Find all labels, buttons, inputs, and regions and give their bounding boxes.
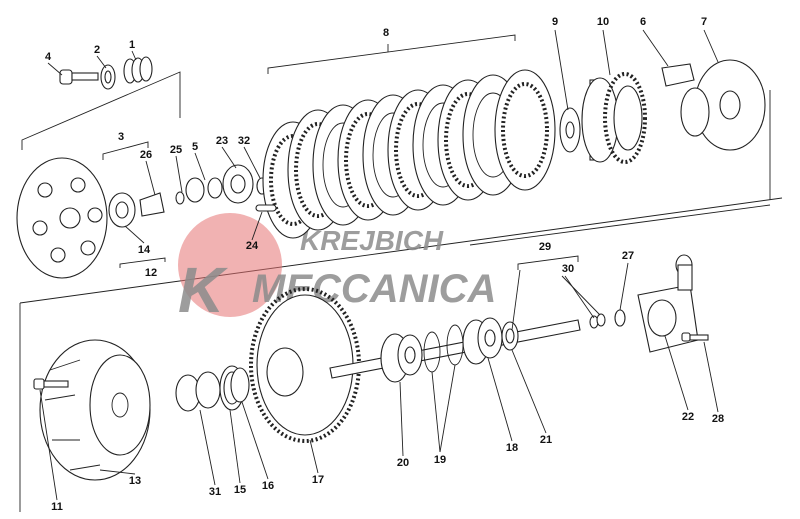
callout-15: 15	[233, 484, 247, 496]
spring-1	[123, 56, 153, 84]
screw-28	[681, 332, 709, 342]
seal-21	[501, 321, 519, 351]
callout-29: 29	[538, 241, 552, 253]
watermark-line1: KREJBICH	[300, 225, 444, 256]
callout-23: 23	[215, 135, 229, 147]
callout-25: 25	[169, 144, 183, 156]
callout-13: 13	[128, 475, 142, 487]
shaft	[329, 319, 581, 379]
callout-8: 8	[382, 27, 390, 39]
damper-6	[661, 63, 695, 87]
frame-lines	[19, 71, 783, 512]
callout-9: 9	[551, 16, 559, 28]
watermark-initial: K	[178, 254, 229, 326]
callout-16: 16	[261, 480, 275, 492]
callout-21: 21	[539, 434, 553, 446]
callout-22: 22	[681, 411, 695, 423]
screw-4	[59, 69, 99, 85]
pin-24	[255, 204, 277, 212]
pushrod-cap-26	[139, 164, 268, 217]
bearing-20	[380, 333, 423, 383]
callout-32: 32	[237, 135, 251, 147]
orings-30	[589, 309, 626, 329]
leader-lines	[39, 29, 719, 501]
bushing-31	[175, 371, 221, 412]
callout-2: 2	[93, 44, 101, 56]
bolt-11	[33, 378, 69, 390]
callout-1: 1	[128, 39, 136, 51]
callout-10: 10	[596, 16, 610, 28]
callout-17: 17	[311, 474, 325, 486]
callout-5: 5	[191, 141, 199, 153]
callout-11: 11	[51, 501, 63, 513]
callout-14: 14	[137, 244, 151, 256]
callout-12: 12	[144, 267, 158, 279]
callout-27: 27	[621, 250, 635, 262]
callout-7: 7	[700, 16, 708, 28]
ring-15-16	[219, 365, 250, 411]
callout-4: 4	[44, 51, 52, 63]
callout-18: 18	[505, 442, 519, 454]
callout-3: 3	[117, 131, 125, 143]
clutch-plate-pack-8	[262, 69, 556, 239]
callout-31: 31	[208, 486, 222, 498]
callout-6: 6	[639, 16, 647, 28]
clutch-hub-10	[581, 72, 647, 164]
washer-9	[559, 107, 581, 153]
callout-19: 19	[433, 454, 447, 466]
watermark-logo: K KREJBICH MECCANICA	[178, 213, 496, 326]
callout-26: 26	[139, 149, 153, 161]
clutch-basket-13	[39, 339, 151, 481]
drum-7	[680, 59, 766, 151]
bearing-14	[108, 192, 136, 228]
callout-24: 24	[245, 240, 259, 252]
pressure-plate	[16, 157, 108, 279]
bearing-18	[462, 317, 503, 365]
callout-20: 20	[396, 457, 410, 469]
callout-30: 30	[561, 263, 575, 275]
callout-28: 28	[711, 413, 725, 425]
spring-cup-2	[100, 64, 116, 90]
